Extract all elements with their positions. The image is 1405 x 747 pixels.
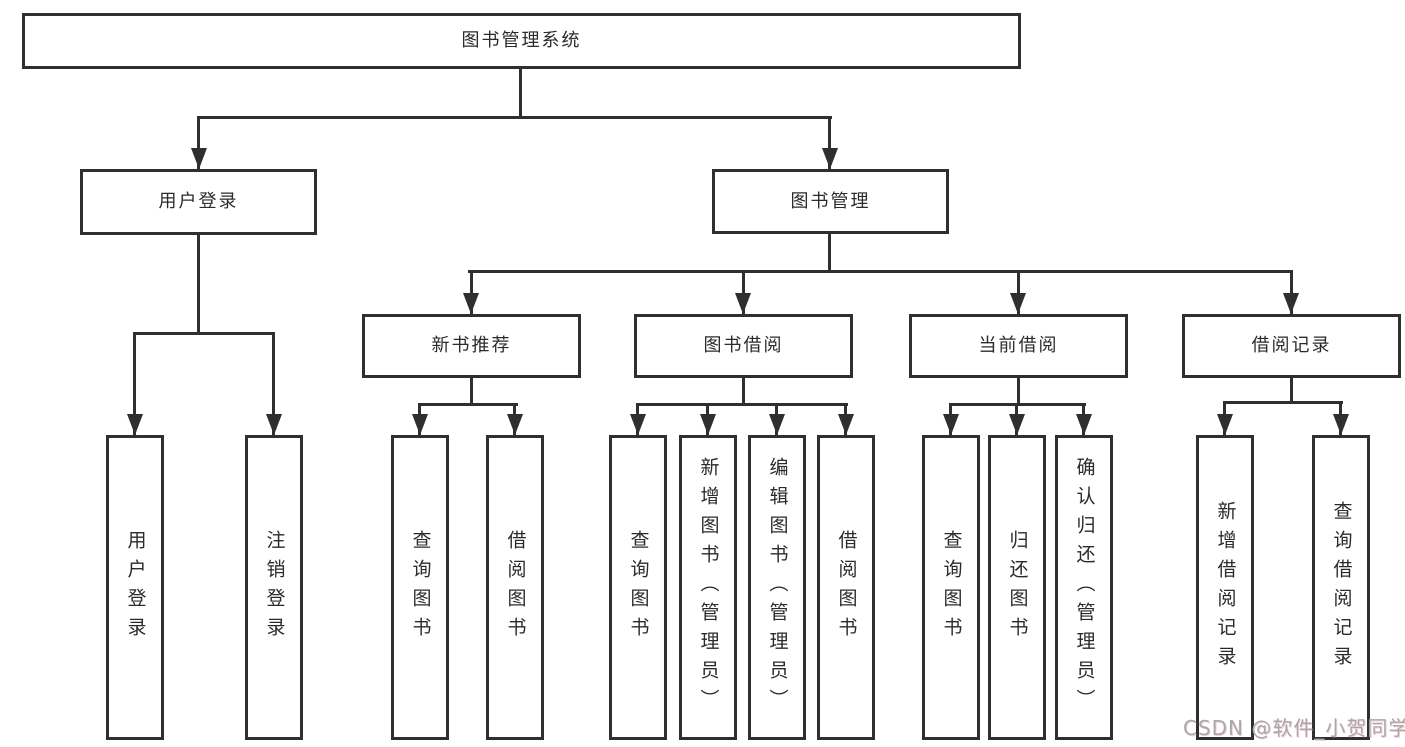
arrowhead-query-books-1 xyxy=(412,414,428,435)
leaf-query-books-current-label: 查询图书 xyxy=(940,529,963,646)
arrowhead-confirm-return xyxy=(1076,414,1092,435)
connector-drop-user-login xyxy=(197,116,200,169)
leaf-edit-books-admin: 编辑图书（管理员） xyxy=(748,435,806,740)
arrowhead-new-book xyxy=(463,293,479,314)
leaf-query-books-recommendation-label: 查询图书 xyxy=(409,529,432,646)
leaf-add-borrow-record: 新增借阅记录 xyxy=(1196,435,1254,740)
connector-drop-leaf-logout xyxy=(272,332,275,435)
arrowhead-borrow-books-1 xyxy=(507,414,523,435)
connector-root-horizontal xyxy=(197,116,832,119)
connector-user-login-horizontal xyxy=(133,332,275,335)
connector-book-borrowing-horizontal xyxy=(636,403,848,406)
arrowhead-borrow-books-2 xyxy=(838,414,854,435)
node-borrowing-records-label: 借阅记录 xyxy=(1251,335,1332,356)
leaf-borrow-books-recommendation: 借阅图书 xyxy=(486,435,544,740)
node-new-book-recommendation: 新书推荐 xyxy=(362,314,581,378)
node-book-management: 图书管理 xyxy=(712,169,949,234)
arrowhead-add-books xyxy=(700,414,716,435)
arrowhead-return-books xyxy=(1009,414,1025,435)
connector-drop-current-borrowing xyxy=(1017,270,1020,314)
node-current-borrowing-label: 当前借阅 xyxy=(978,335,1059,356)
arrowhead-query-books-3 xyxy=(943,414,959,435)
leaf-add-borrow-record-label: 新增借阅记录 xyxy=(1214,500,1237,675)
node-user-login: 用户登录 xyxy=(80,169,317,235)
connector-book-borrowing-stem xyxy=(742,376,745,406)
leaf-query-books-recommendation: 查询图书 xyxy=(391,435,449,740)
arrowhead-leaf-user-login xyxy=(127,414,143,435)
connector-book-management-stem xyxy=(828,231,831,273)
connector-current-borrowing-stem xyxy=(1017,376,1020,406)
leaf-logout-label: 注销登录 xyxy=(263,529,286,646)
leaf-confirm-return-admin-label: 确认归还（管理员） xyxy=(1073,457,1096,718)
leaf-add-books-admin-label: 新增图书（管理员） xyxy=(697,457,720,718)
leaf-user-login-label: 用户登录 xyxy=(124,529,147,646)
node-book-borrowing: 图书借阅 xyxy=(634,314,853,378)
node-book-management-label: 图书管理 xyxy=(790,190,871,212)
arrowhead-borrowing-records xyxy=(1283,293,1299,314)
connector-borrowing-records-stem xyxy=(1290,376,1293,404)
connector-drop-book-borrowing xyxy=(742,270,745,314)
connector-new-book-stem xyxy=(470,376,473,406)
node-user-login-label: 用户登录 xyxy=(158,191,239,212)
node-book-borrowing-label: 图书借阅 xyxy=(703,335,784,356)
leaf-user-login: 用户登录 xyxy=(106,435,164,740)
arrowhead-edit-books xyxy=(769,414,785,435)
node-new-book-recommendation-label: 新书推荐 xyxy=(431,335,512,356)
arrowhead-query-record xyxy=(1333,414,1349,435)
node-root-label: 图书管理系统 xyxy=(461,30,582,51)
leaf-query-books-current: 查询图书 xyxy=(922,435,980,740)
connector-drop-borrowing-records xyxy=(1290,270,1293,314)
leaf-borrow-books-borrowing-label: 借阅图书 xyxy=(835,529,858,646)
leaf-add-books-admin: 新增图书（管理员） xyxy=(679,435,737,740)
connector-user-login-stem xyxy=(197,233,200,335)
connector-borrowing-records-horizontal xyxy=(1223,401,1343,404)
connector-root-stem xyxy=(519,66,522,118)
leaf-query-borrow-record-label: 查询借阅记录 xyxy=(1330,500,1353,675)
node-borrowing-records: 借阅记录 xyxy=(1182,314,1401,378)
leaf-query-books-borrowing: 查询图书 xyxy=(609,435,667,740)
arrowhead-book-management xyxy=(822,148,838,169)
leaf-return-books-label: 归还图书 xyxy=(1006,529,1029,646)
arrowhead-query-books-2 xyxy=(630,414,646,435)
leaf-edit-books-admin-label: 编辑图书（管理员） xyxy=(766,457,789,718)
connector-drop-book-management xyxy=(828,116,831,169)
leaf-logout: 注销登录 xyxy=(245,435,303,740)
node-root: 图书管理系统 xyxy=(22,13,1021,69)
leaf-query-books-borrowing-label: 查询图书 xyxy=(627,529,650,646)
node-current-borrowing: 当前借阅 xyxy=(909,314,1128,378)
leaf-borrow-books-borrowing: 借阅图书 xyxy=(817,435,875,740)
watermark: CSDN @软件_小贺同学 xyxy=(1183,716,1405,740)
connector-drop-new-book xyxy=(470,270,473,314)
arrowhead-user-login xyxy=(191,148,207,169)
leaf-return-books: 归还图书 xyxy=(988,435,1046,740)
leaf-query-borrow-record: 查询借阅记录 xyxy=(1312,435,1370,740)
leaf-confirm-return-admin: 确认归还（管理员） xyxy=(1055,435,1113,740)
arrowhead-leaf-logout xyxy=(266,414,282,435)
arrowhead-current-borrowing xyxy=(1010,293,1026,314)
arrowhead-add-record xyxy=(1217,414,1233,435)
connector-book-management-horizontal xyxy=(468,270,1292,273)
connector-new-book-horizontal xyxy=(418,403,518,406)
connector-drop-leaf-user-login xyxy=(133,332,136,435)
arrowhead-book-borrowing xyxy=(735,293,751,314)
leaf-borrow-books-recommendation-label: 借阅图书 xyxy=(504,529,527,646)
